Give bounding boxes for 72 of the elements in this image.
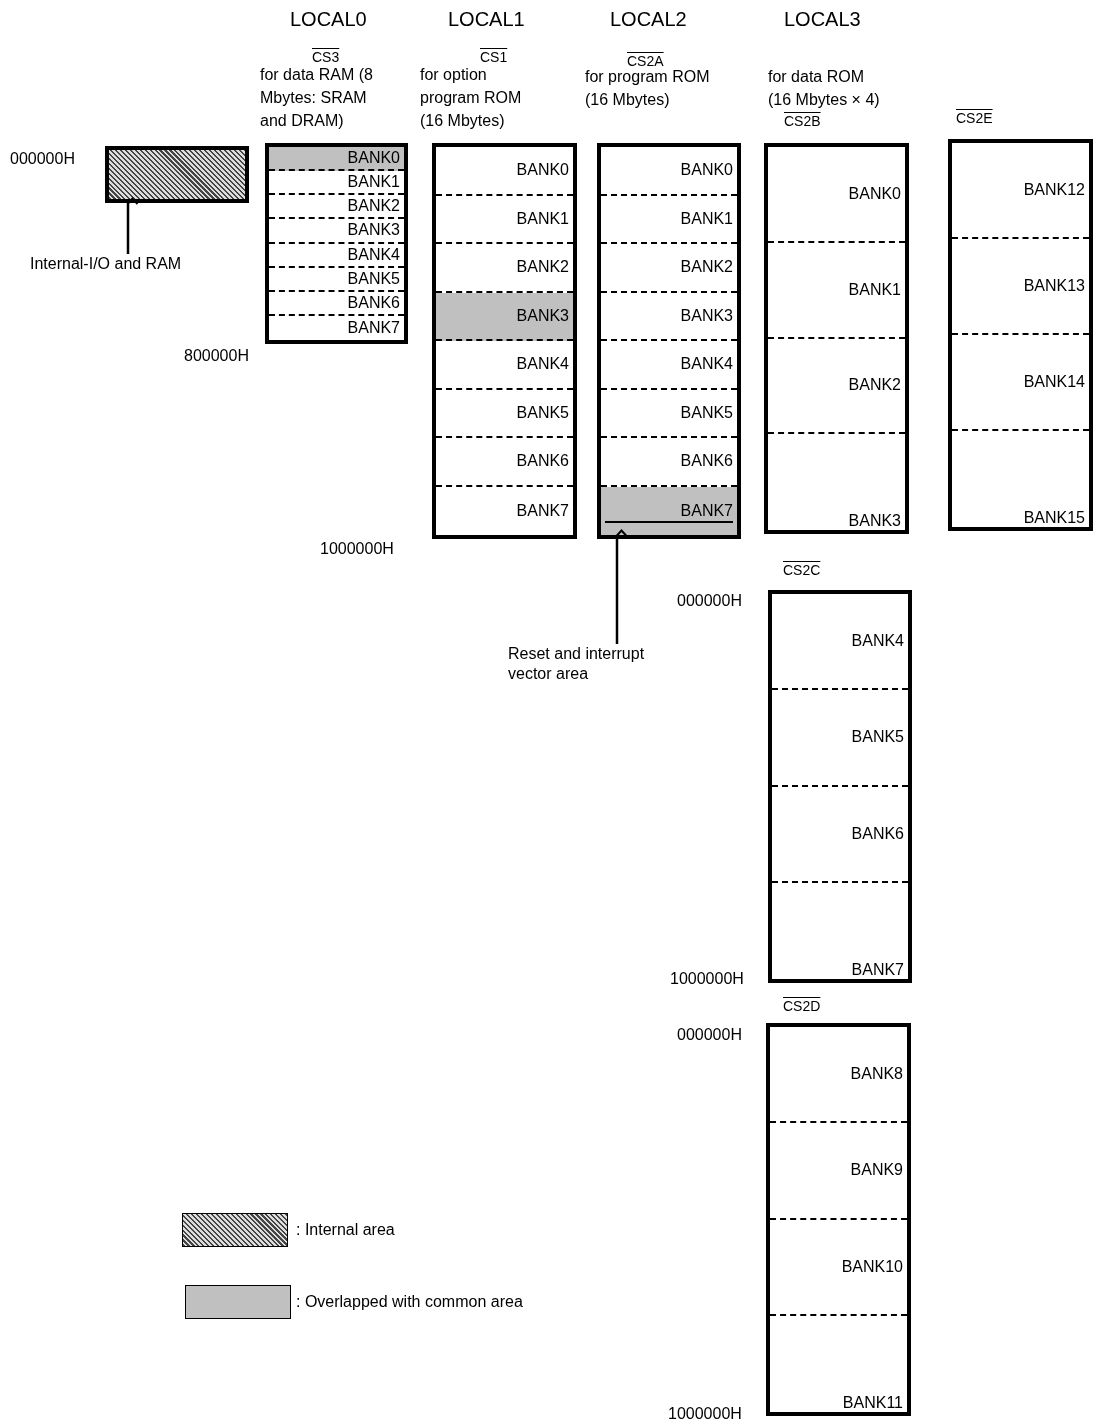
bank-label: BANK8	[850, 1065, 904, 1084]
bank-label: BANK2	[516, 258, 570, 277]
address-label: 000000H	[10, 149, 75, 169]
bank-label: BANK1	[848, 280, 902, 299]
bank-label: BANK7	[680, 501, 734, 520]
bank-label: BANK9	[850, 1161, 904, 1180]
bank-label: BANK14	[1023, 373, 1086, 391]
overlapped-bank-region	[269, 147, 404, 172]
bank-label: BANK3	[347, 221, 401, 240]
bank-label: BANK15	[1023, 509, 1086, 527]
bank-label: BANK6	[851, 824, 905, 843]
arrow	[615, 529, 628, 644]
bank-label: BANK2	[848, 376, 902, 395]
bank-label: BANK0	[680, 161, 734, 180]
column-heading: LOCAL3	[784, 8, 861, 30]
bank-label: BANK0	[347, 149, 401, 168]
bank-label: BANK3	[848, 512, 902, 530]
bank-label: BANK4	[680, 355, 734, 374]
bank-label: BANK3	[680, 306, 734, 325]
bank-label: BANK5	[680, 403, 734, 422]
callout-text: Internal-I/O and RAM	[30, 254, 182, 274]
bank-label: BANK6	[680, 452, 734, 471]
bank-label: BANK13	[1023, 277, 1086, 295]
legend-text: : Internal area	[296, 1220, 395, 1240]
bank-label: BANK7	[347, 318, 401, 337]
chip-select-label: CS3	[312, 49, 340, 65]
address-label: 800000H	[184, 346, 249, 366]
address-label: 1000000H	[670, 969, 744, 989]
arrow	[126, 197, 139, 254]
address-label: 000000H	[677, 591, 742, 611]
bank-label: BANK1	[680, 209, 734, 228]
chip-select-label: CS2C	[783, 562, 821, 578]
bank-label: BANK2	[680, 258, 734, 277]
memory-description: for data RAM (8 Mbytes: SRAM and DRAM)	[260, 65, 374, 131]
chip-select-label: CS2B	[784, 113, 821, 129]
bank-label: BANK6	[347, 293, 401, 312]
bank-label: BANK5	[516, 403, 570, 422]
bank-label: BANK4	[347, 245, 401, 264]
address-label: 000000H	[677, 1025, 742, 1045]
bank-label: BANK6	[516, 452, 570, 471]
bank-label: BANK7	[851, 961, 905, 979]
overlapped-bank-region	[601, 486, 737, 535]
column-heading: LOCAL0	[290, 8, 367, 30]
chip-select-label: CS2E	[956, 110, 993, 126]
legend-text: : Overlapped with common area	[296, 1292, 523, 1312]
bank-label: BANK4	[851, 632, 905, 651]
bank-label: BANK10	[841, 1257, 904, 1276]
chip-select-label: CS1	[480, 49, 508, 65]
memory-description: for option program ROM (16 Mbytes)	[420, 65, 523, 131]
bank-label: BANK7	[516, 501, 570, 520]
bank-label: BANK2	[347, 197, 401, 216]
address-label: 1000000H	[320, 539, 394, 559]
bank-label: BANK0	[848, 184, 902, 203]
memory-description: for data ROM (16 Mbytes × 4)	[768, 67, 881, 110]
memory-description: for program ROM (16 Mbytes)	[585, 67, 711, 110]
chip-select-label: CS2D	[783, 998, 821, 1014]
bank-label: BANK3	[516, 306, 570, 325]
callout-text: Reset and interrupt vector area	[508, 644, 683, 684]
bank-label: BANK5	[347, 269, 401, 288]
bank-label: BANK1	[516, 209, 570, 228]
address-label: 1000000H	[668, 1404, 742, 1424]
bank-label: BANK4	[516, 355, 570, 374]
bank-label: BANK11	[842, 1394, 904, 1412]
bank-label: BANK0	[516, 161, 570, 180]
overlapped-bank-region	[436, 292, 573, 341]
chip-select-label: CS2A	[627, 53, 664, 69]
bank-label: BANK12	[1023, 181, 1086, 199]
column-heading: LOCAL2	[610, 8, 687, 30]
bank-label: BANK1	[347, 173, 401, 192]
internal-area-block	[105, 146, 249, 203]
bank-label: BANK5	[851, 728, 905, 747]
column-heading: LOCAL1	[448, 8, 525, 30]
